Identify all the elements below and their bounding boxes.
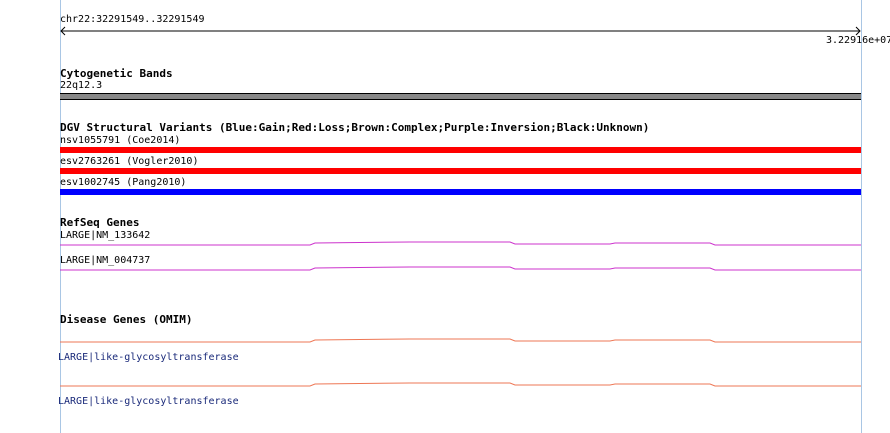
- dgv-item-label: esv2763261 (Vogler2010): [60, 156, 199, 167]
- cytoband-label: 22q12.3: [60, 80, 103, 91]
- dgv-variant-bar[interactable]: [60, 147, 861, 153]
- omim-track-title: Disease Genes (OMIM): [60, 313, 193, 326]
- refseq-gene-label: LARGE|NM_004737: [60, 255, 151, 266]
- right-guide-line: [861, 0, 862, 433]
- cytoband-track-title: Cytogenetic Bands: [60, 67, 173, 80]
- coordinate-label: 3.22916e+07: [826, 35, 890, 46]
- dgv-item-label: esv1002745 (Pang2010): [60, 177, 187, 188]
- dgv-item-label: nsv1055791 (Coe2014): [60, 135, 181, 146]
- refseq-gene-line[interactable]: [60, 241, 861, 246]
- refseq-gene-line[interactable]: [60, 266, 861, 271]
- refseq-track-title: RefSeq Genes: [60, 216, 140, 229]
- omim-gene-line[interactable]: [60, 382, 861, 387]
- cytoband-bar[interactable]: [60, 93, 861, 100]
- ruler-arrow: [60, 26, 861, 36]
- omim-gene-label: LARGE|like-glycosyltransferase: [58, 352, 239, 363]
- omim-gene-label: LARGE|like-glycosyltransferase: [58, 396, 239, 407]
- omim-gene-line[interactable]: [60, 338, 861, 343]
- dgv-variant-bar[interactable]: [60, 168, 861, 174]
- left-guide-line: [60, 0, 61, 433]
- region-label: chr22:32291549..32291549: [60, 14, 205, 25]
- dgv-variant-bar[interactable]: [60, 189, 861, 195]
- refseq-gene-label: LARGE|NM_133642: [60, 230, 151, 241]
- dgv-track-title: DGV Structural Variants (Blue:Gain;Red:L…: [60, 121, 650, 134]
